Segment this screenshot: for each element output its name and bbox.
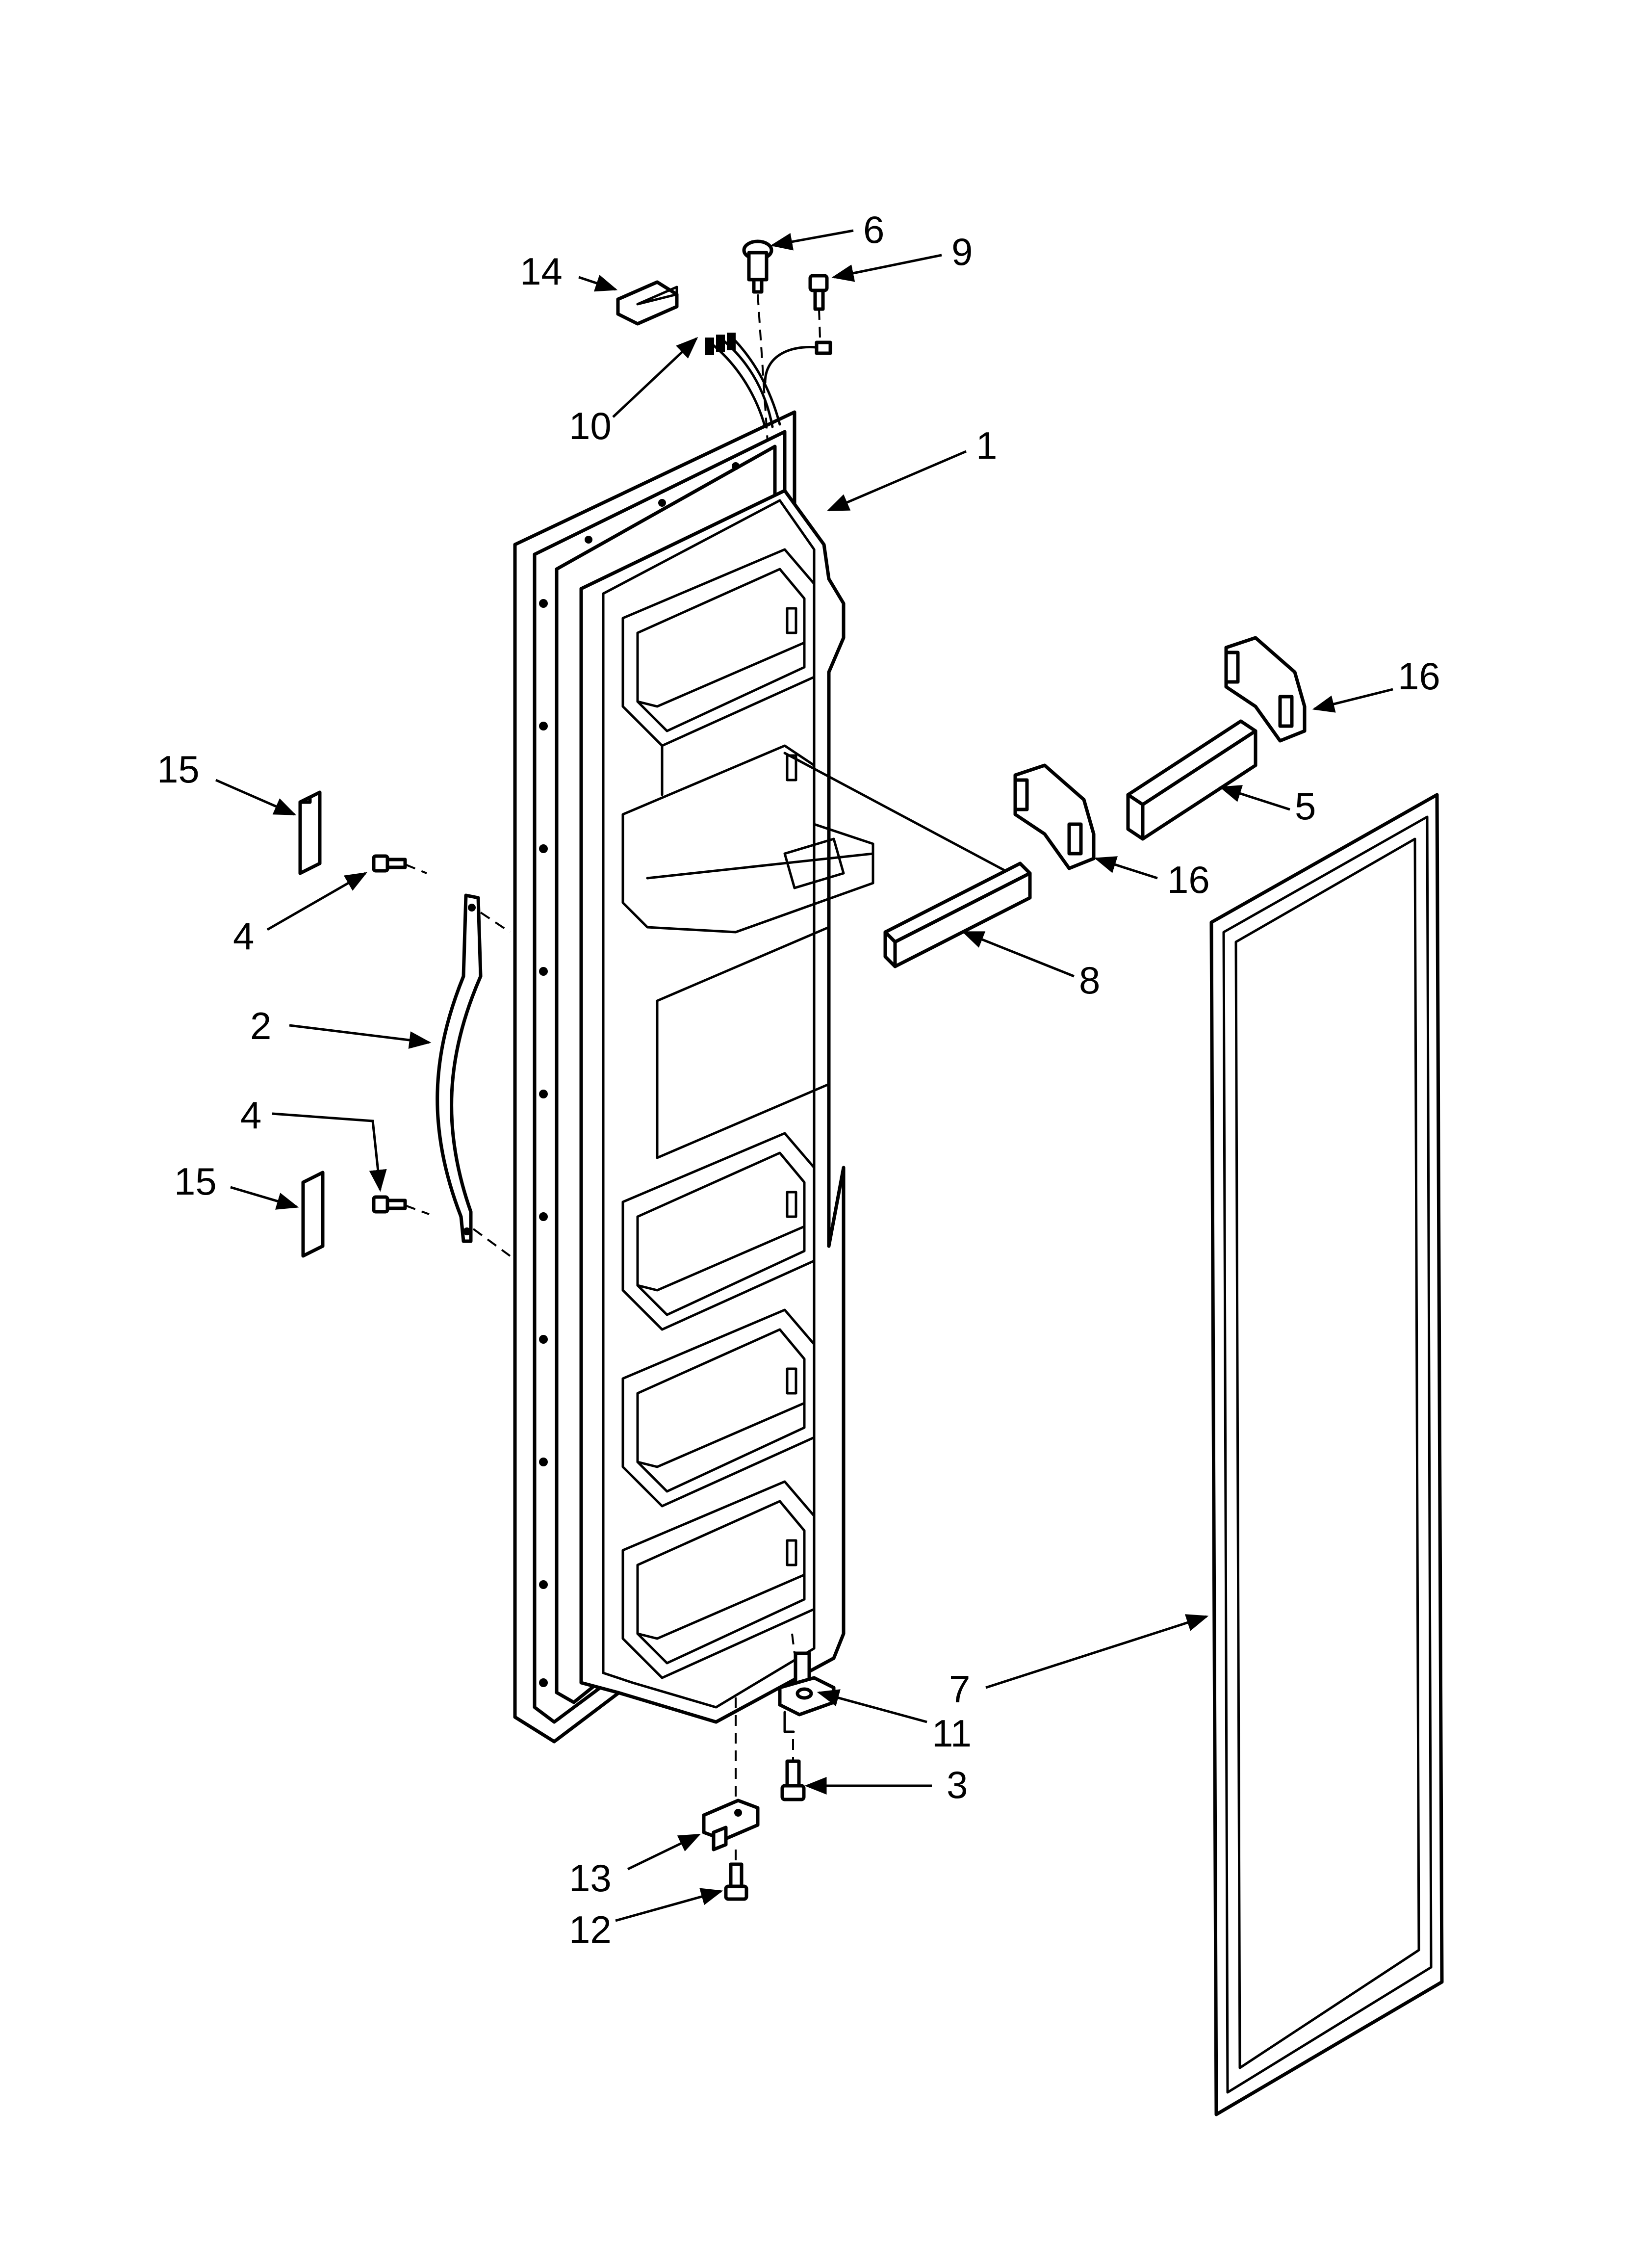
door-bins (621, 548, 874, 1679)
label-8: 8 (1079, 959, 1100, 1002)
hinge-bracket (702, 1697, 760, 1851)
shelf-clip-lower (1013, 763, 1096, 870)
wire-connector (616, 280, 679, 326)
label-13: 13 (569, 1856, 612, 1900)
hinge-screw (780, 1739, 806, 1801)
label-4-upper: 4 (233, 914, 254, 958)
bracket-screw (724, 1850, 748, 1901)
light-switch (742, 239, 773, 442)
trim-cap-upper (298, 790, 322, 875)
label-1: 1 (976, 424, 997, 467)
wire-harness (705, 333, 832, 428)
shelf-cover (1126, 719, 1257, 841)
bin-top (621, 548, 816, 796)
bin-lower (621, 1308, 816, 1508)
label-14: 14 (520, 250, 563, 293)
shelf-clip-upper (1224, 636, 1307, 743)
label-5: 5 (1295, 784, 1316, 828)
label-10: 10 (569, 404, 612, 447)
middle-panel (656, 926, 830, 1159)
label-3: 3 (947, 1763, 968, 1806)
dispenser-shelf (621, 744, 874, 934)
label-6: 6 (863, 208, 884, 251)
flange-holes (539, 462, 740, 1687)
trim-cap-lower (301, 1171, 325, 1258)
label-4-lower: 4 (240, 1094, 261, 1137)
top-screw (808, 274, 829, 339)
handle-screw-upper (372, 854, 427, 874)
leader-lines (215, 229, 1393, 1922)
door-gasket (1209, 793, 1444, 2116)
label-16-lower: 16 (1167, 858, 1210, 901)
label-7: 7 (949, 1668, 970, 1711)
label-16-upper: 16 (1398, 654, 1440, 698)
handle-screw-lower (372, 1195, 430, 1215)
bin-middle (621, 1132, 816, 1331)
label-2: 2 (250, 1004, 271, 1047)
shelf-rail (783, 752, 1032, 968)
label-9: 9 (951, 230, 973, 273)
door-handle (436, 893, 511, 1257)
callout-labels: 1 2 3 4 4 5 6 7 8 9 10 11 12 13 14 15 15… (157, 208, 1440, 1951)
label-15-lower: 15 (174, 1160, 217, 1203)
label-15-upper: 15 (157, 748, 200, 791)
bin-bottom (621, 1480, 816, 1679)
label-12: 12 (569, 1908, 612, 1951)
label-11: 11 (932, 1712, 972, 1755)
